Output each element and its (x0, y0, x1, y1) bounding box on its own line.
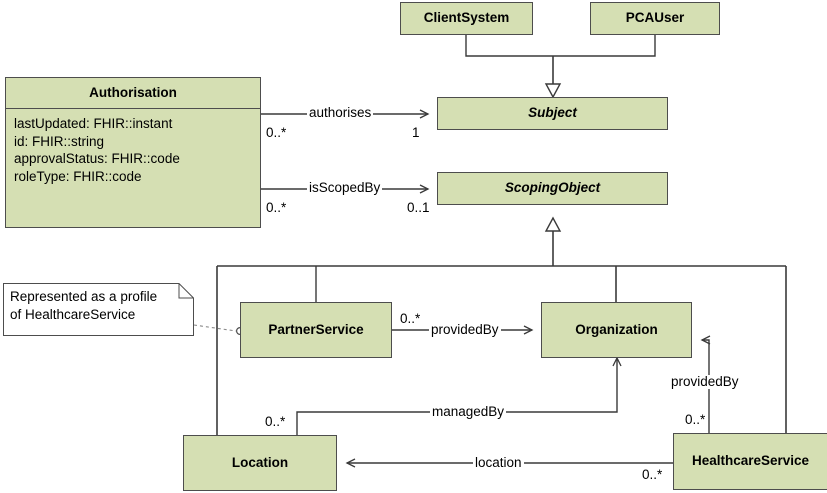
mult-hcs-provided-by-source: 0..* (684, 412, 707, 427)
attribute-row: roleType: FHIR::code (14, 169, 142, 185)
association-managed-by (296, 356, 622, 435)
class-partner-service-label: PartnerService (268, 321, 364, 337)
edge-label-managed-by: managedBy (430, 404, 507, 419)
edge-label-hcs-provided-by: providedBy (669, 374, 741, 389)
mult-location-source: 0..* (641, 467, 664, 482)
class-subject[interactable]: Subject (437, 97, 668, 130)
class-partner-service[interactable]: PartnerService (240, 302, 392, 358)
note-line-2: of HealthcareService (10, 306, 136, 322)
note-shape (3, 283, 194, 336)
mult-is-scoped-by-target: 0..1 (406, 200, 431, 215)
class-healthcare-service-label: HealthcareService (691, 453, 810, 469)
class-organization[interactable]: Organization (541, 302, 692, 358)
mult-authorises-source: 0..* (265, 125, 288, 140)
edge-label-authorises: authorises (307, 105, 374, 120)
note-text: Represented as a profile of HealthcareSe… (3, 283, 194, 328)
mult-managed-by-source: 0..* (264, 414, 287, 429)
attribute-row: approvalStatus: FHIR::code (14, 151, 180, 167)
class-organization-label: Organization (575, 321, 658, 337)
class-authorisation[interactable]: Authorisation lastUpdated: FHIR::instant… (5, 77, 261, 228)
class-location-label: Location (231, 454, 289, 470)
note-partner-service-profile: Represented as a profile of HealthcareSe… (3, 283, 194, 336)
attribute-row: lastUpdated: FHIR::instant (14, 115, 173, 131)
generalization-subject (465, 35, 656, 99)
mult-partner-provided-by-source: 0..* (399, 311, 422, 326)
class-pca-user[interactable]: PCAUser (590, 2, 720, 35)
class-scoping-object-label: ScopingObject (504, 180, 601, 196)
edge-label-location: location (473, 455, 524, 470)
class-scoping-object[interactable]: ScopingObject (437, 172, 668, 205)
note-line-1: Represented as a profile (10, 289, 158, 304)
note-anchor-line (193, 324, 245, 336)
class-authorisation-attributes: lastUpdated: FHIR::instant id: FHIR::str… (6, 109, 260, 190)
class-healthcare-service[interactable]: HealthcareService (673, 433, 827, 490)
class-authorisation-label: Authorisation (6, 78, 260, 109)
edge-label-partner-provided-by: providedBy (429, 322, 501, 337)
mult-authorises-target: 1 (411, 125, 421, 140)
edge-label-is-scoped-by: isScopedBy (307, 180, 383, 195)
attribute-row: id: FHIR::string (14, 133, 105, 149)
class-subject-label: Subject (528, 105, 577, 121)
mult-is-scoped-by-source: 0..* (265, 200, 288, 215)
class-client-system[interactable]: ClientSystem (400, 2, 533, 35)
class-pca-user-label: PCAUser (625, 10, 685, 26)
class-location[interactable]: Location (183, 435, 337, 491)
class-client-system-label: ClientSystem (423, 10, 510, 26)
